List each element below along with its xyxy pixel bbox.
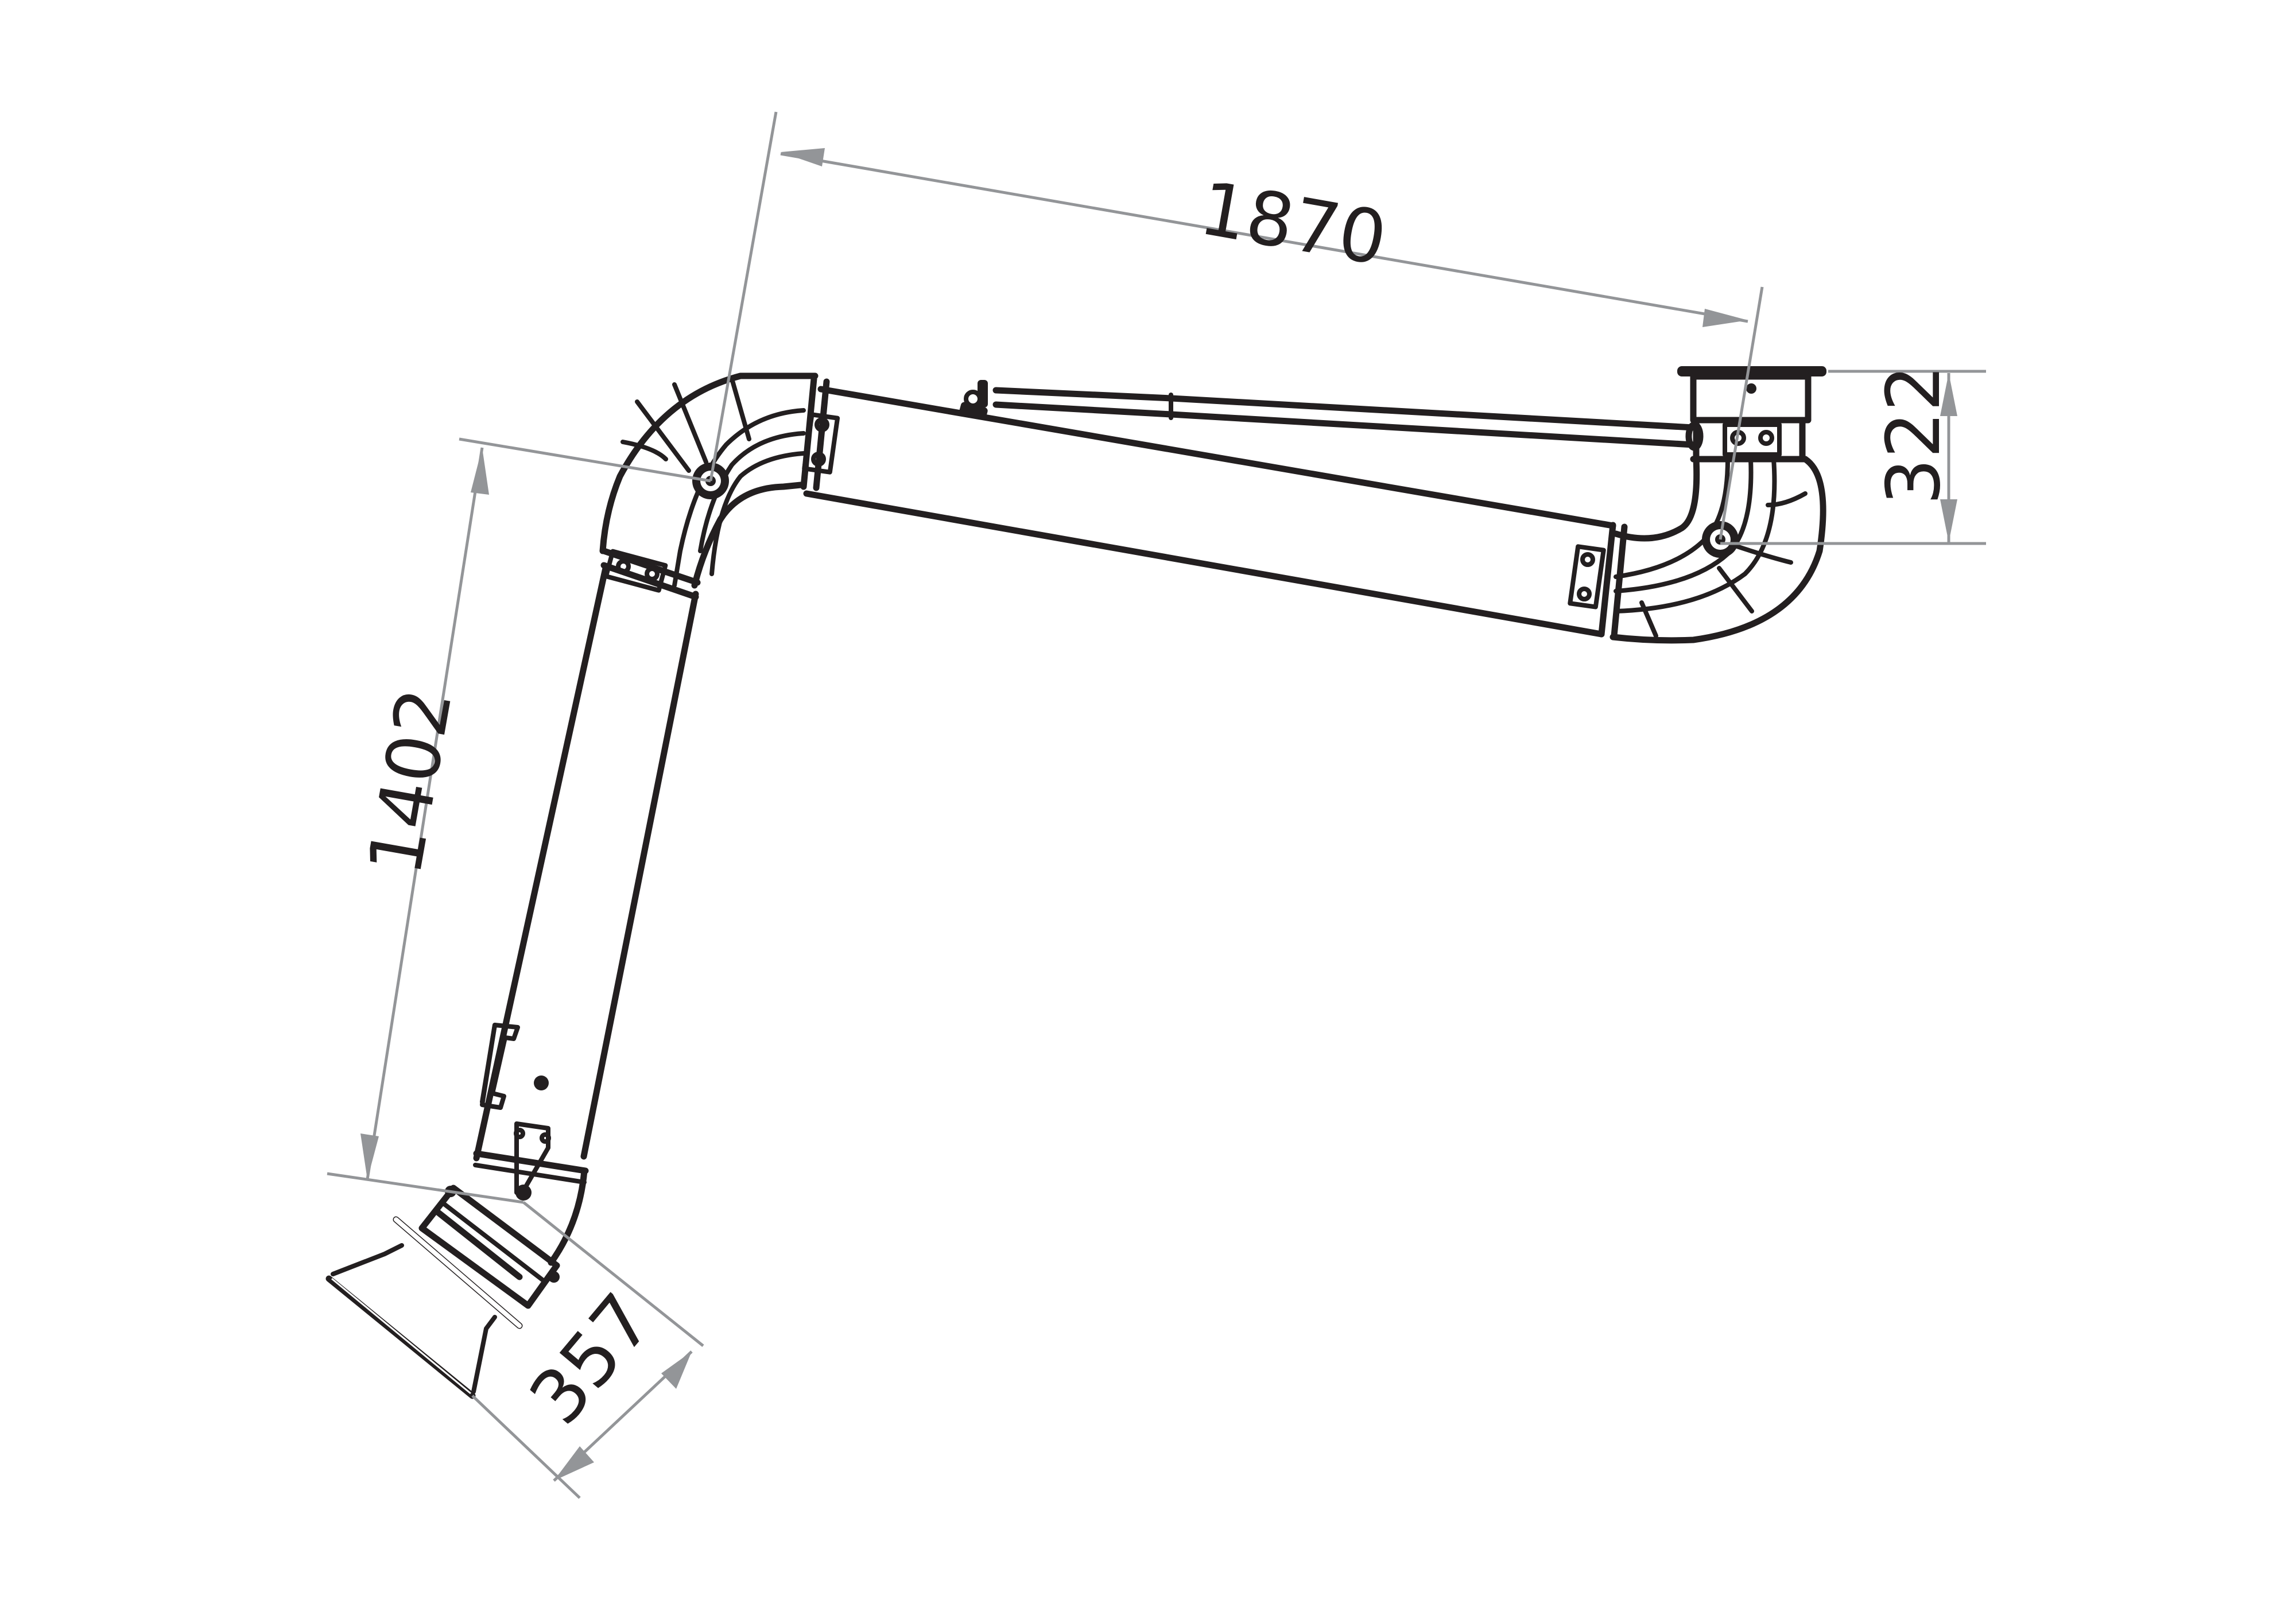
front-elbow-joint: [599, 372, 840, 600]
dimension-357: 357: [471, 1201, 704, 1499]
dimension-label-322: 322: [1871, 365, 1957, 505]
dimension-label-1870: 1870: [1194, 166, 1393, 282]
dimension-322: 322: [1720, 365, 1986, 545]
handle: [480, 1023, 520, 1110]
dimension-label-357: 357: [514, 1278, 669, 1440]
dimension-label-1402: 1402: [352, 682, 469, 882]
rear-elbow-joint: [1568, 456, 1826, 644]
hood-swivel-joint: [418, 1121, 589, 1309]
gas-spring: [959, 380, 1704, 451]
extraction-hood: [325, 1216, 523, 1399]
lower-arm-tube: [473, 565, 699, 1162]
upper-arm-tube: [803, 386, 1616, 638]
dimension-1870: 1870: [709, 111, 1764, 540]
